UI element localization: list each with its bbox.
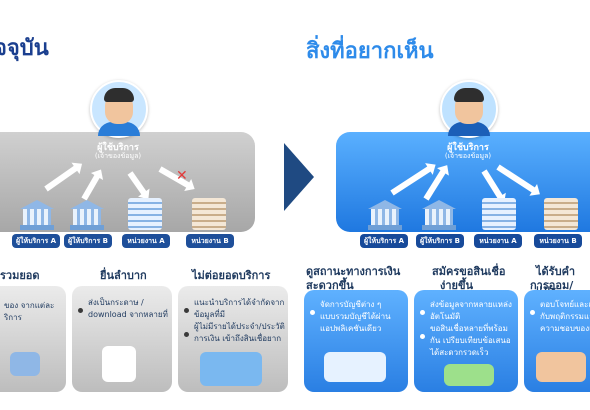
people-illustration-icon [536, 352, 586, 382]
bullet-icon [310, 310, 315, 315]
card-left-2-head: ยื่นลำบาก [100, 269, 147, 282]
card-left-3: แนะนำบริการได้จำกัดจาก ข้อมูลที่มี ผู้ไม… [178, 286, 288, 392]
card-text: แนะนำบริการได้จำกัดจาก [194, 298, 285, 307]
card-text: แอปพลิเคชันเดียว [320, 324, 382, 333]
card-right-2: ส่งข้อมูลจากหลายแหล่ง อัตโนมัติ ขอสินเชื… [414, 290, 518, 392]
agency-a-tag: หน่วยงาน A [474, 234, 522, 248]
user-label: ผู้ใช้บริการ [97, 143, 139, 153]
bullet-icon [184, 308, 189, 313]
user-avatar-icon [440, 80, 498, 138]
card-text: จัดการบัญชีต่าง ๆ [320, 300, 382, 309]
bullet-icon [184, 332, 189, 337]
card-right-3: ตอบโจทย์และเห กับพฤติกรรมแล ความชอบของแ [524, 290, 590, 392]
card-right-2-head: สมัครขอสินเชื่อ [432, 265, 506, 278]
card-text: download จากหลายที่ [88, 310, 168, 319]
card-illustration-icon [324, 352, 386, 382]
bullet-icon [420, 310, 425, 315]
bank-icon [18, 200, 56, 230]
card-text: ส่งเป็นกระดาษ / [88, 298, 144, 307]
provider-b-tag: ผู้ให้บริการ B [64, 234, 112, 248]
card-left-1-head: รวมยอด [0, 269, 40, 282]
card-text: ตอบโจทย์และเห [540, 300, 590, 309]
phone-illustration-icon [200, 352, 262, 386]
card-text: ของ จากแต่ละ [4, 301, 55, 310]
agency-b-tag: หน่วยงาน B [186, 234, 234, 248]
user-sub-label: (เจ้าของข้อมูล) [444, 152, 492, 160]
bank-icon [68, 200, 106, 230]
building-icon [128, 198, 162, 230]
title-current: จจุบัน [0, 36, 49, 61]
card-text: การเงิน เข้าถึงสินเชื่อยาก [194, 334, 282, 343]
bullet-icon [78, 308, 83, 313]
user-label: ผู้ใช้บริการ [447, 143, 489, 153]
bullet-icon [530, 310, 535, 315]
provider-b-tag: ผู้ให้บริการ B [416, 234, 464, 248]
card-right-1-head: ดูสถานะทางการเงิน [306, 265, 401, 278]
provider-a-tag: ผู้ให้บริการ A [12, 234, 60, 248]
card-text: อัตโนมัติ [430, 312, 461, 321]
user-avatar-icon [90, 80, 148, 138]
card-left-2: ส่งเป็นกระดาษ / download จากหลายที่ [72, 286, 172, 392]
card-right-1: จัดการบัญชีต่าง ๆ แบบรวมบัญชีได้ผ่าน แอป… [304, 290, 408, 392]
card-left-1: ของ จากแต่ละ ริการ [0, 286, 66, 392]
card-right-1-head2: สะดวกขึ้น [306, 279, 354, 292]
agency-b-tag: หน่วยงาน B [534, 234, 582, 248]
document-illustration-icon [102, 346, 136, 382]
building-icon [192, 198, 226, 230]
card-text: แบบรวมบัญชีได้ผ่าน [320, 312, 391, 321]
transition-arrow-icon [284, 143, 314, 211]
building-icon [482, 198, 516, 230]
card-text: ได้สะดวกรวดเร็ว [430, 348, 489, 357]
card-text: กับพฤติกรรมแล [540, 312, 590, 321]
bullet-icon [420, 334, 425, 339]
chat-illustration-icon [444, 364, 494, 386]
bank-icon [420, 200, 458, 230]
card-text: กัน เปรียบเทียบข้อเสนอ [430, 336, 511, 345]
user-sub-label: (เจ้าของข้อมูล) [94, 152, 142, 160]
card-text: ความชอบของแ [540, 324, 590, 333]
card-text: ผู้ไม่มีรายได้ประจำ/ประวัติ [194, 322, 285, 331]
x-icon: ✕ [176, 168, 188, 184]
title-desired: สิ่งที่อยากเห็น [306, 39, 434, 64]
bank-icon [366, 200, 404, 230]
card-text: ขอสินเชื่อหลายที่พร้อม [430, 324, 508, 333]
card-text: ข้อมูลที่มี [194, 310, 225, 319]
bank-illustration-icon [10, 352, 40, 376]
provider-a-tag: ผู้ให้บริการ A [360, 234, 408, 248]
card-right-2-head2: ง่ายขึ้น [440, 279, 474, 292]
agency-a-tag: หน่วยงาน A [122, 234, 170, 248]
building-icon [544, 198, 578, 230]
card-text: ส่งข้อมูลจากหลายแหล่ง [430, 300, 512, 309]
card-left-3-head: ไม่ต่อยอดบริการ [192, 269, 271, 282]
card-text: ริการ [4, 313, 22, 322]
